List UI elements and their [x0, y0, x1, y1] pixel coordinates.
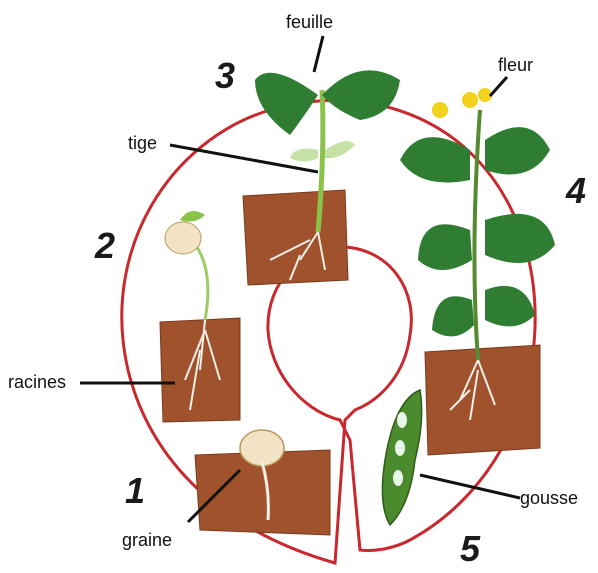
- number-1: 1: [125, 470, 145, 512]
- stage-2-racines: [160, 211, 240, 422]
- soil-block-3: [243, 190, 348, 285]
- stage-1-graine: [195, 430, 330, 535]
- sprout-leaves-2: [180, 211, 205, 222]
- pod-seed-1: [397, 412, 407, 428]
- leaf-4e: [432, 296, 474, 336]
- leaf-4d: [485, 214, 555, 263]
- label-tige: tige: [128, 133, 157, 154]
- pod-seed-3: [393, 470, 403, 486]
- label-racines: racines: [8, 372, 66, 393]
- leaf-3a: [255, 73, 318, 135]
- label-feuille: feuille: [286, 12, 333, 33]
- leaf-3b: [322, 70, 400, 120]
- flower-1: [432, 102, 448, 118]
- soil-block-4: [425, 345, 540, 455]
- leaf-4f: [485, 286, 535, 327]
- pod-seed-2: [395, 440, 405, 456]
- seed: [240, 430, 284, 466]
- stage-3-tige: [243, 70, 400, 285]
- stem-3: [318, 90, 323, 232]
- leaf-4c: [418, 224, 472, 270]
- number-4: 4: [566, 170, 586, 212]
- number-5: 5: [460, 528, 480, 570]
- leader-feuille: [314, 36, 323, 72]
- leader-fleur: [490, 77, 507, 96]
- flower-2: [462, 92, 478, 108]
- pod: [382, 390, 421, 525]
- sprout-seed-2: [165, 222, 201, 254]
- label-fleur: fleur: [498, 55, 533, 76]
- number-3: 3: [215, 55, 235, 97]
- stem-4: [474, 110, 480, 360]
- number-2: 2: [95, 225, 115, 267]
- label-graine: graine: [122, 530, 172, 551]
- label-gousse: gousse: [520, 488, 578, 509]
- leaf-4b: [485, 127, 550, 174]
- stage-5-gousse: [382, 390, 421, 525]
